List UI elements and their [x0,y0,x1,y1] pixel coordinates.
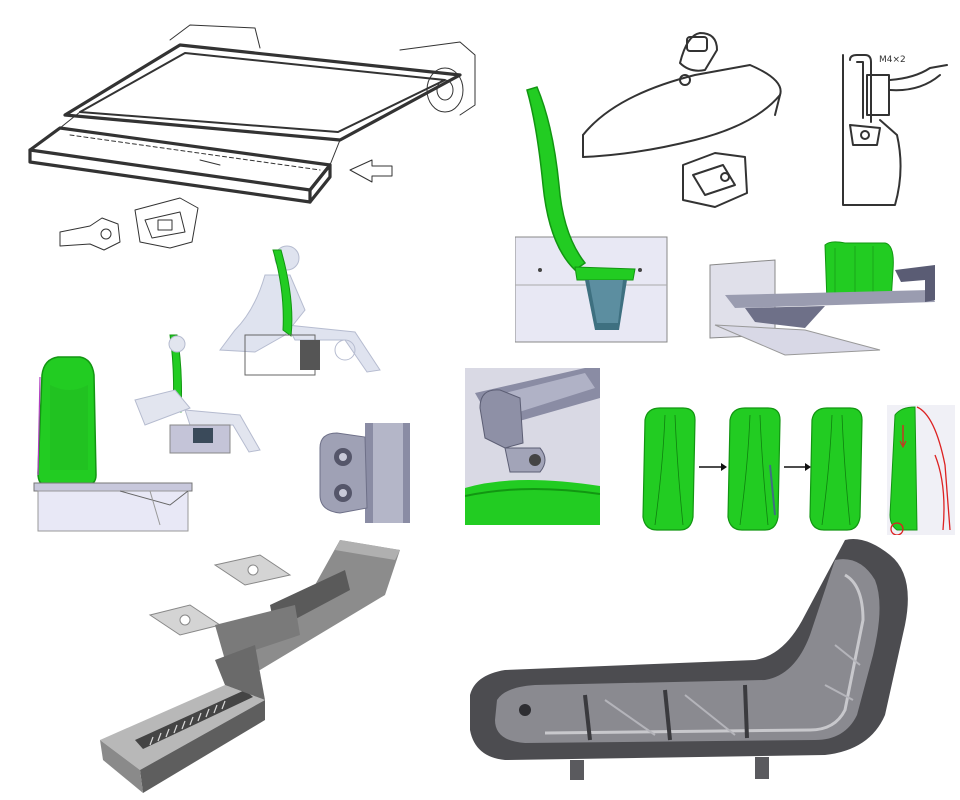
right-arrow-icon [784,463,811,471]
cast-seat-frame-photo [465,535,925,790]
seat-back-iterations [635,405,955,535]
seat-with-tray-cad [705,240,940,365]
sliding-rail-mechanism-render [95,535,425,795]
dimension-annotation: M4×2 [879,55,906,65]
hinge-bracket-cad [315,423,410,523]
seat-ergonomics-cad-sketch [195,240,395,380]
seated-passenger-side-view [115,330,280,455]
tray-table-sketch [20,20,480,270]
tray-hinge-side-sketch: M4×2 [835,50,950,210]
right-arrow-icon [699,463,727,471]
hinge-mechanism-sketch [575,25,805,215]
seat-assembly-front-view [30,355,195,535]
hinge-closeup-render [465,368,600,525]
seat-back-profile-cad [515,85,670,345]
